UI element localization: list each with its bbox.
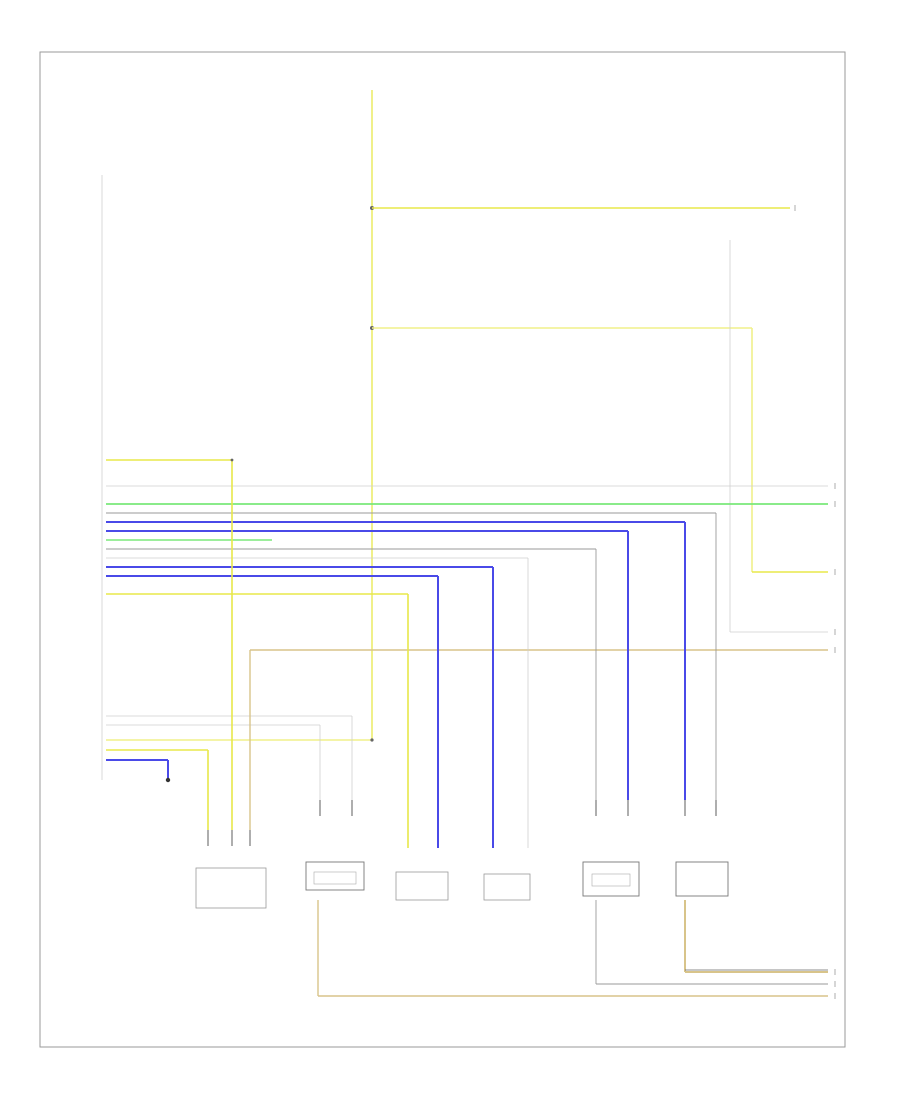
diagram-frame (39, 51, 846, 1048)
heater-switch (305, 861, 365, 891)
connector-stubs (207, 800, 717, 846)
splice-dots (230, 458, 374, 742)
right-terminals (794, 205, 836, 999)
top-supply (370, 90, 374, 740)
height-motor (675, 861, 729, 897)
seat-switch (483, 873, 531, 901)
recline-motor (582, 861, 640, 897)
lumbar-switch (195, 867, 267, 909)
ground-point (165, 777, 171, 783)
belt-switch (395, 871, 449, 901)
